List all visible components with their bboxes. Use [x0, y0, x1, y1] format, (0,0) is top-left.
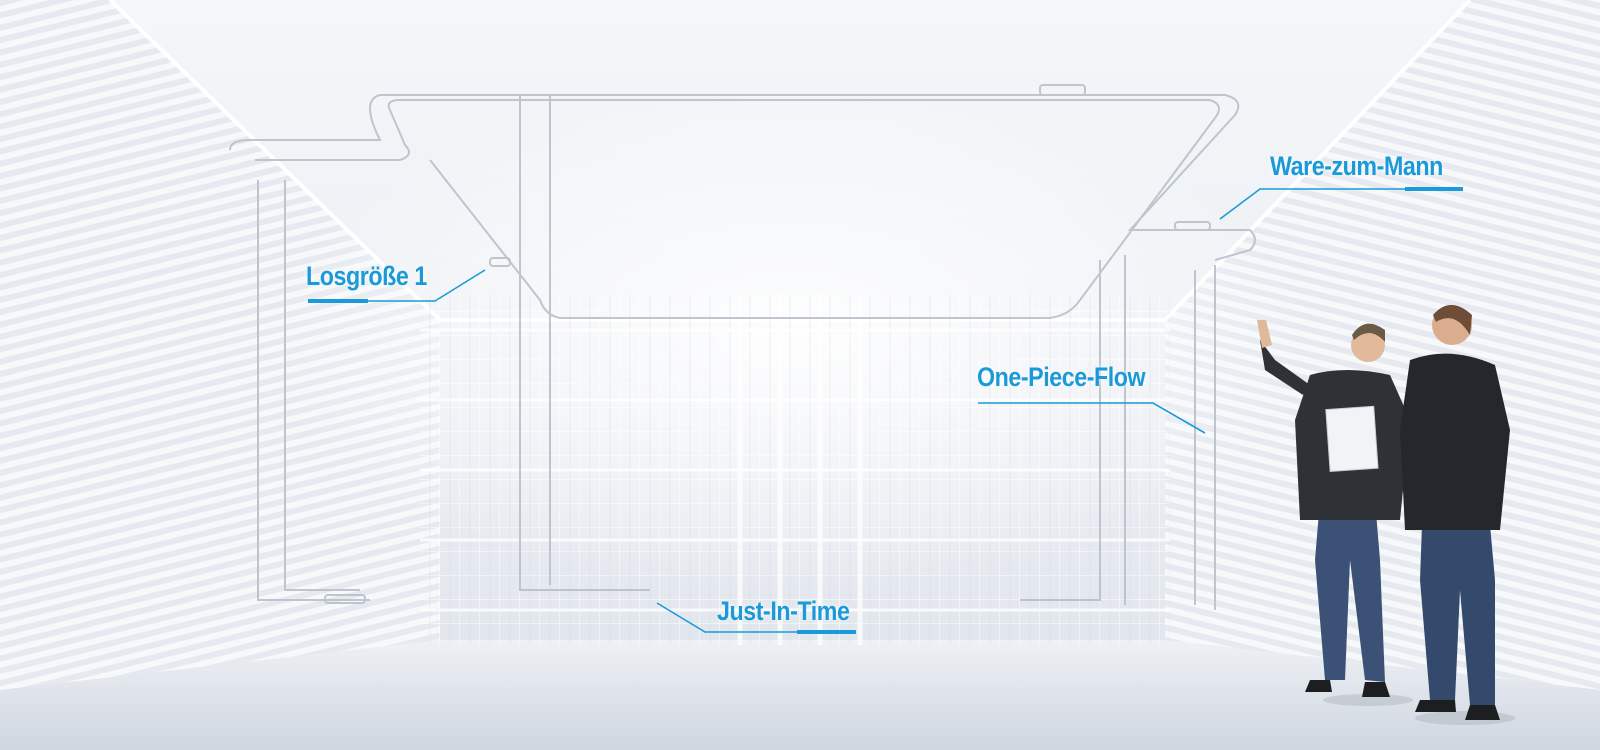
label-ware-zum-mann: Ware-zum-Mann: [1270, 151, 1443, 181]
shelving-racks: [420, 295, 1170, 645]
floor: [0, 640, 1600, 750]
person-left: [1257, 320, 1413, 706]
label-losgroesse: Losgröße 1: [306, 261, 427, 291]
person-right: [1400, 305, 1515, 725]
onepiece-leader: [978, 402, 1206, 434]
label-one-piece-flow: One-Piece-Flow: [977, 362, 1146, 392]
label-leaders: [308, 187, 1463, 634]
people: [1257, 305, 1515, 725]
ware-leader: [1219, 188, 1463, 220]
label-just-in-time: Just-In-Time: [717, 596, 850, 626]
left-wall: [0, 0, 440, 690]
conveyor-rails: [229, 84, 1256, 610]
